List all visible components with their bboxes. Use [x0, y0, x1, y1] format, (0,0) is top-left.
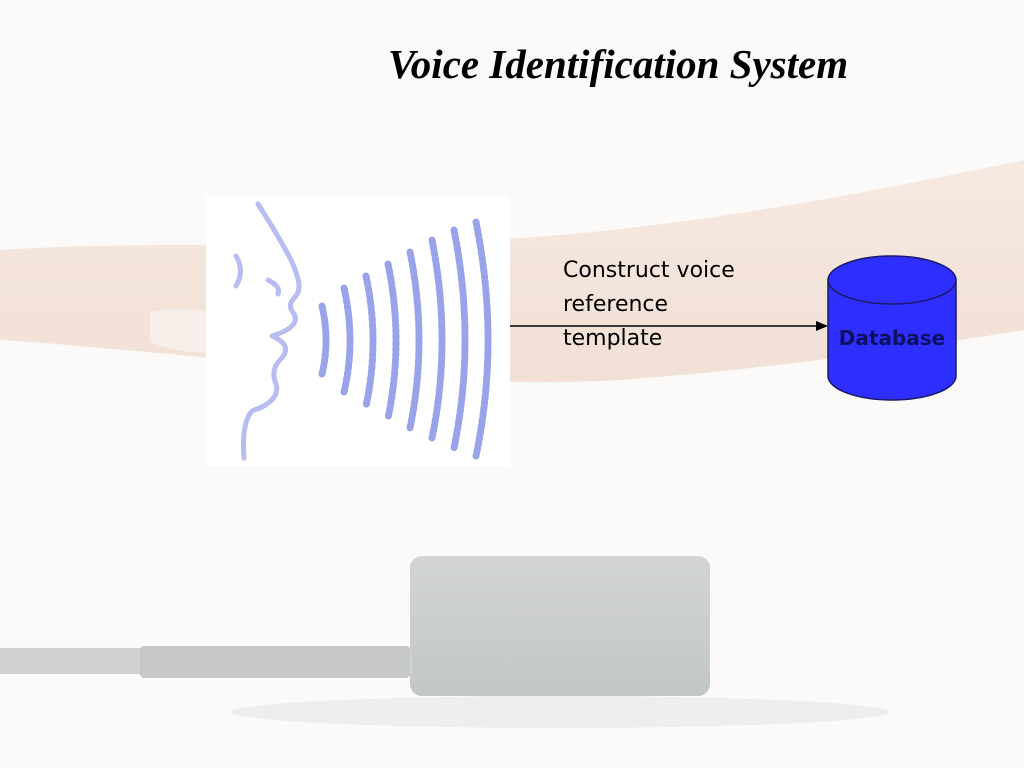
- flow-arrow: [510, 321, 828, 331]
- database-cylinder: [827, 255, 957, 401]
- label-line: template: [563, 326, 663, 351]
- speaker-illustration: [206, 196, 510, 466]
- database-label: Database: [838, 326, 946, 350]
- label-line: Construct voice: [563, 258, 735, 283]
- slide-title: Voice Identification System: [388, 41, 849, 87]
- database-top: [827, 255, 957, 305]
- construct-template-label: Construct voice reference template: [563, 254, 763, 356]
- speaking-head-with-sound-waves-icon: [233, 201, 492, 461]
- database-body: [827, 279, 957, 401]
- label-line: reference: [563, 292, 669, 317]
